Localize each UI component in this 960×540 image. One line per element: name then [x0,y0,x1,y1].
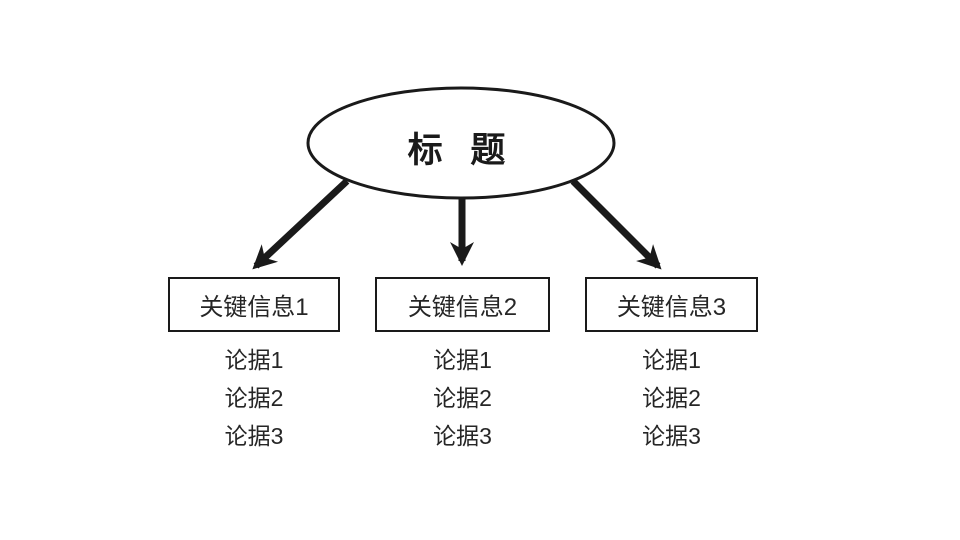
title-ellipse [306,86,616,200]
argument-item: 论据2 [224,385,284,411]
argument-item: 论据3 [224,423,284,449]
branch-1: 关键信息1 论据1 论据2 论据3 [168,277,340,449]
key-info-label-1: 关键信息1 [199,294,309,321]
key-info-label-3: 关键信息3 [616,294,727,321]
key-info-label-2: 关键信息2 [407,294,518,321]
argument-item: 论据2 [642,385,701,411]
key-info-box-2: 关键信息2 [375,277,550,332]
key-info-box-3: 关键信息3 [585,277,758,332]
branch-3: 关键信息3 论据1 论据2 论据3 [585,277,758,449]
argument-item: 论据2 [433,385,492,411]
key-info-box-1: 关键信息1 [168,277,340,332]
argument-item: 论据1 [642,347,701,373]
argument-item: 论据3 [433,423,492,449]
argument-item: 论据1 [433,347,492,373]
branch-2: 关键信息2 论据1 论据2 论据3 [375,277,550,449]
arrow-left-icon [252,178,350,270]
arrow-right-icon [570,178,662,270]
argument-item: 论据3 [642,423,701,449]
argument-list-1: 论据1 论据2 论据3 [168,348,340,449]
argument-item: 论据1 [224,347,284,373]
argument-list-2: 论据1 论据2 论据3 [375,348,550,449]
diagram-title: 标 题 [407,131,515,170]
argument-list-3: 论据1 论据2 论据3 [585,348,758,449]
